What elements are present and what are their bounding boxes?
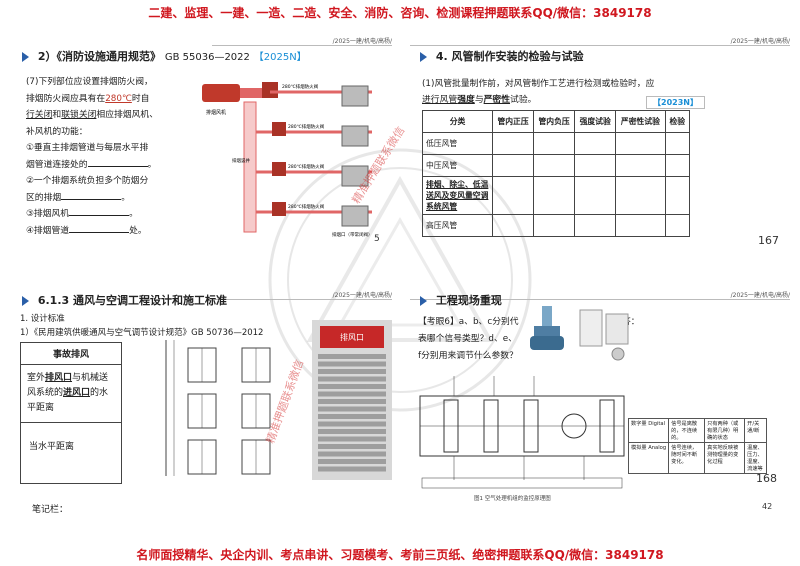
louver-slat: [318, 369, 386, 374]
louver-slat: [318, 391, 386, 397]
signal-type-table: 数字量 Digital 信号是离散的，不连续的。 只有两种（或有限几种）明确的状…: [627, 418, 768, 474]
seal-watermark: [268, 148, 532, 412]
body-text: (1)风管批量制作前，对风管制作工艺进行检测或检验时，应 进行风管强度与严密性试…: [422, 79, 655, 105]
slide-ventilation-standards: /2025一建/机电/高杨/ 6.1.3 通风与空调工程设计和施工标准 1. 设…: [12, 290, 398, 542]
slide-heading: 2）《消防设施通用规范》 GB 55036—2022 【2025N】: [22, 48, 307, 64]
triangle-bullet-icon: [420, 296, 427, 306]
slide-field-scene: /2025一建/机电/高杨/ 工程现场重现 【考眼6】a、b、c分别代 表哪个信…: [410, 290, 796, 542]
diagram-label-valve: 280℃排烟防火阀: [282, 83, 319, 90]
slide-duct-testing: /2025一建/机电/高杨/ 4. 风管制作安装的检验与试验 (1)风管批量制作…: [410, 36, 796, 288]
answer-blank: [69, 207, 130, 216]
louver-slat: [318, 376, 386, 382]
control-valve-photo: [530, 306, 629, 361]
louver-slat: [318, 414, 386, 419]
top-banner: 二建、监理、一建、一造、二造、安全、消防、咨询、检测课程押题联系QQ/微信：38…: [148, 6, 652, 20]
louver-slat: [318, 384, 386, 389]
louver-slat: [318, 436, 386, 442]
answer-label: 答：: [622, 317, 640, 327]
divider: [410, 299, 790, 300]
building-facade-drawing: [165, 340, 271, 476]
answer-blank: [87, 158, 148, 167]
louver-slat: [318, 354, 386, 359]
slide-heading: 6.1.3 通风与空调工程设计和施工标准: [22, 292, 227, 308]
slide-heading: 工程现场重现: [420, 292, 502, 308]
triangle-bullet-icon: [420, 52, 427, 62]
question-text: 【考眼6】a、b、c分别代 表哪个信号类型？d、e、 f分别用来调节什么参数？: [418, 317, 519, 361]
louver-slat: [318, 459, 386, 464]
slide-ref: /2025一建/机电/高杨/: [332, 292, 392, 299]
page-number: 168: [756, 472, 777, 485]
louver-slat: [318, 444, 386, 449]
subheading: 1）《民用建筑供暖通风与空气调节设计规范》GB 50736—2012: [20, 328, 264, 338]
question-text: (7)下列部位应设置排烟防火阀， 排烟防火阀应具有在280℃时自 行关闭和联锁关…: [26, 77, 159, 236]
answer-blank: [69, 224, 130, 233]
page-number: 167: [758, 234, 779, 247]
divider: [410, 45, 790, 46]
table-row: 低压风管: [422, 132, 691, 155]
louver-slat: [318, 429, 386, 434]
triangle-bullet-icon: [22, 296, 29, 306]
slide-heading: 4. 风管制作安装的检验与试验: [420, 48, 584, 64]
louver-slat: [318, 451, 386, 457]
exhaust-sign-label: 排风口: [340, 332, 364, 342]
table-row: 中压风管: [422, 154, 691, 177]
louver-slat: [318, 466, 386, 472]
table-header-row: 分类 管内正压 管内负压 强度试验 严密性试验 检验: [422, 110, 691, 133]
slide-ref: /2025一建/机电/高杨/: [730, 292, 790, 299]
diagram-label-outlet: 排烟口（带常闭阀）: [332, 231, 373, 238]
box-heading: 事故排风: [21, 343, 121, 365]
louver-slat: [318, 421, 386, 427]
subheading: 1. 设计标准: [20, 314, 65, 324]
divider: [212, 45, 392, 46]
diagram-label-valve: 280℃排烟防火阀: [288, 123, 325, 130]
duct-test-table: 分类 管内正压 管内负压 强度试验 严密性试验 检验 低压风管 中压风管 排烟、…: [422, 110, 691, 237]
louver-slat: [318, 399, 386, 404]
diagram-label-valve: 280℃排烟防火阀: [288, 203, 325, 210]
answer-blank: [61, 191, 122, 200]
ahu-control-schematic: [419, 376, 625, 489]
table-row: 排烟、除尘、低温送风及变风量空调系统风管: [422, 176, 691, 215]
diagram-label-valve: 280℃排烟防火阀: [288, 163, 325, 170]
table-row: 高压风管: [422, 214, 691, 237]
year-tag: 【2023N】: [646, 96, 705, 109]
year-tag: 【2025N】: [253, 52, 307, 63]
divider: [212, 299, 392, 300]
slide-fire-code: /2025一建/机电/高杨/ 2）《消防设施通用规范》 GB 55036—202…: [12, 36, 398, 288]
diagram-label-fan: 排烟风机: [206, 109, 226, 116]
slide-ref: /2025一建/机电/高杨/: [730, 38, 790, 45]
box-text: 当水平距离: [29, 442, 75, 452]
exhaust-louver-photo: 排风口: [312, 320, 392, 480]
louver-slat: [318, 406, 386, 412]
page-number: 5: [374, 234, 380, 244]
table-row: 数字量 Digital 信号是离散的，不连续的。 只有两种（或有限几种）明确的状…: [627, 418, 768, 443]
diagram-label-shaft: 排烟竖井: [232, 157, 250, 164]
corner-page-number: 42: [762, 502, 773, 511]
louver-slat: [318, 361, 386, 367]
figure-caption: 图1 空气处理机组的监控原理图: [474, 496, 551, 502]
table-row: 模拟量 Analog 信号连续，随时间不断变化。 真实地反映被测物理量的变化过程…: [627, 442, 768, 474]
accident-exhaust-box: 事故排风 室外排风口与机械送风系统的进风口的水平距离 当水平距离: [20, 342, 122, 484]
notes-label: 笔记栏：: [32, 505, 69, 515]
box-text: 室外排风口与机械送风系统的进风口的水平距离: [21, 365, 121, 423]
triangle-bullet-icon: [22, 52, 29, 62]
bottom-banner: 名师面授精华、央企内训、考点串讲、习题模考、考前三页纸、绝密押题联系QQ/微信：…: [136, 548, 664, 562]
slide-ref: /2025一建/机电/高杨/: [332, 38, 392, 45]
smoke-exhaust-diagram: 排烟风机 280℃排烟防火阀 排烟竖井 280℃排烟防火阀 280℃排烟防火阀 …: [202, 82, 373, 238]
